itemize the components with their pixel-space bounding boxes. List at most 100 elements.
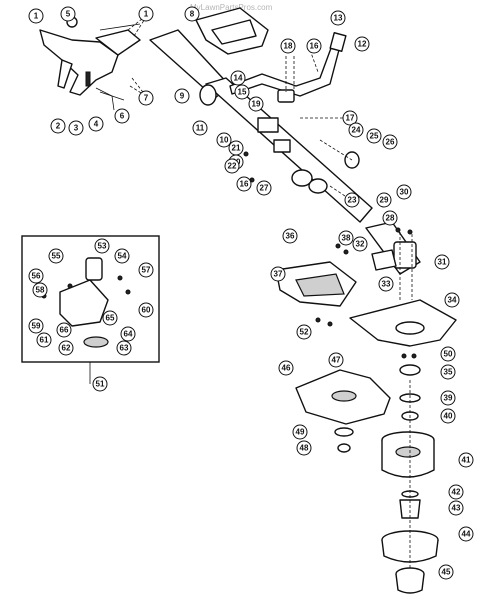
callout-circle — [256, 180, 272, 196]
inset-detail-box — [21, 235, 160, 384]
callout-c39: 39 — [440, 390, 456, 406]
callout-c23: 23 — [344, 192, 360, 208]
callout-circle — [338, 230, 354, 246]
callout-circle — [378, 276, 394, 292]
callout-c1: 1 — [28, 8, 44, 24]
callout-number: 19 — [252, 100, 261, 109]
callout-number: 37 — [274, 270, 283, 279]
callout-c62: 62 — [58, 340, 74, 356]
callout-c19: 19 — [248, 96, 264, 112]
callout-number: 31 — [438, 258, 447, 267]
callout-circle — [306, 38, 322, 54]
callout-circle — [184, 6, 200, 22]
callout-circle — [366, 128, 382, 144]
callout-c33: 33 — [378, 276, 394, 292]
callout-number: 62 — [62, 344, 71, 353]
callout-number: 27 — [260, 184, 269, 193]
gearhead-assembly — [275, 221, 457, 359]
callout-c27: 27 — [256, 180, 272, 196]
callout-c21: 21 — [228, 140, 244, 156]
callout-c3: 3 — [68, 120, 84, 136]
callout-circle — [344, 192, 360, 208]
callout-c53: 53 — [94, 238, 110, 254]
callout-c65: 65 — [102, 310, 118, 326]
callout-c32: 32 — [352, 236, 368, 252]
callout-number: 1 — [34, 12, 39, 21]
callout-number: 41 — [462, 456, 471, 465]
callout-number: 18 — [284, 42, 293, 51]
callout-number: 2 — [56, 122, 61, 131]
callout-circle — [60, 6, 76, 22]
callout-circle — [224, 158, 240, 174]
callout-circle — [376, 192, 392, 208]
callout-c46: 46 — [278, 360, 294, 376]
callout-circle — [458, 452, 474, 468]
callout-c35: 35 — [440, 364, 456, 380]
callout-circle — [296, 324, 312, 340]
callout-number: 46 — [282, 364, 291, 373]
callout-number: 63 — [120, 344, 129, 353]
throttle-handle — [39, 16, 141, 111]
callout-number: 65 — [106, 314, 115, 323]
callout-number: 13 — [334, 14, 343, 23]
callout-c16: 16 — [306, 38, 322, 54]
callout-circle — [138, 6, 154, 22]
callout-c48: 48 — [296, 440, 312, 456]
callout-c9: 9 — [174, 88, 190, 104]
callout-c34: 34 — [444, 292, 460, 308]
callout-number: 3 — [74, 124, 79, 133]
callout-number: 26 — [386, 138, 395, 147]
callout-c10: 10 — [216, 132, 232, 148]
callout-circle — [88, 116, 104, 132]
callout-c14: 14 — [230, 70, 246, 86]
callout-number: 52 — [300, 328, 309, 337]
callout-c44: 44 — [458, 526, 474, 542]
callout-number: 5 — [66, 10, 71, 19]
callout-c41: 41 — [458, 452, 474, 468]
callout-circle — [440, 346, 456, 362]
callout-circle — [382, 210, 398, 226]
callout-c36: 36 — [282, 228, 298, 244]
callout-number: 49 — [296, 428, 305, 437]
callout-c63: 63 — [116, 340, 132, 356]
callout-number: 40 — [444, 412, 453, 421]
callout-circle — [282, 228, 298, 244]
callout-number: 29 — [380, 196, 389, 205]
callout-number: 55 — [52, 252, 61, 261]
callout-number: 50 — [444, 350, 453, 359]
callout-number: 10 — [220, 136, 229, 145]
callout-c49: 49 — [292, 424, 308, 440]
callout-number: 39 — [444, 394, 453, 403]
callout-circle — [248, 96, 264, 112]
callout-number: 9 — [180, 92, 185, 101]
watermark-text: MyLawnPartsPros.com — [190, 3, 273, 12]
callout-c12: 12 — [354, 36, 370, 52]
callout-circle — [382, 134, 398, 150]
shaft-leaders — [285, 49, 353, 199]
callout-circle — [234, 84, 250, 100]
callout-number: 8 — [190, 10, 195, 19]
callout-c52: 52 — [296, 324, 312, 340]
callout-circle — [434, 254, 450, 270]
callout-number: 36 — [286, 232, 295, 241]
callout-c25: 25 — [366, 128, 382, 144]
callout-number: 32 — [356, 240, 365, 249]
callout-circle — [192, 120, 208, 136]
callout-number: 7 — [144, 94, 149, 103]
callout-circle — [120, 326, 136, 342]
callout-circle — [92, 376, 108, 392]
callout-circle — [50, 118, 66, 134]
callout-number: 12 — [358, 40, 367, 49]
callout-circle — [348, 122, 364, 138]
callout-c16b: 16 — [236, 176, 252, 192]
callout-c11: 11 — [192, 120, 208, 136]
callout-number: 61 — [40, 336, 49, 345]
callout-number: 56 — [32, 272, 41, 281]
callout-circle — [280, 38, 296, 54]
callout-circle — [138, 90, 154, 106]
callout-circle — [444, 292, 460, 308]
callout-number: 23 — [348, 196, 357, 205]
callout-c6: 6 — [114, 108, 130, 124]
callout-c29: 29 — [376, 192, 392, 208]
